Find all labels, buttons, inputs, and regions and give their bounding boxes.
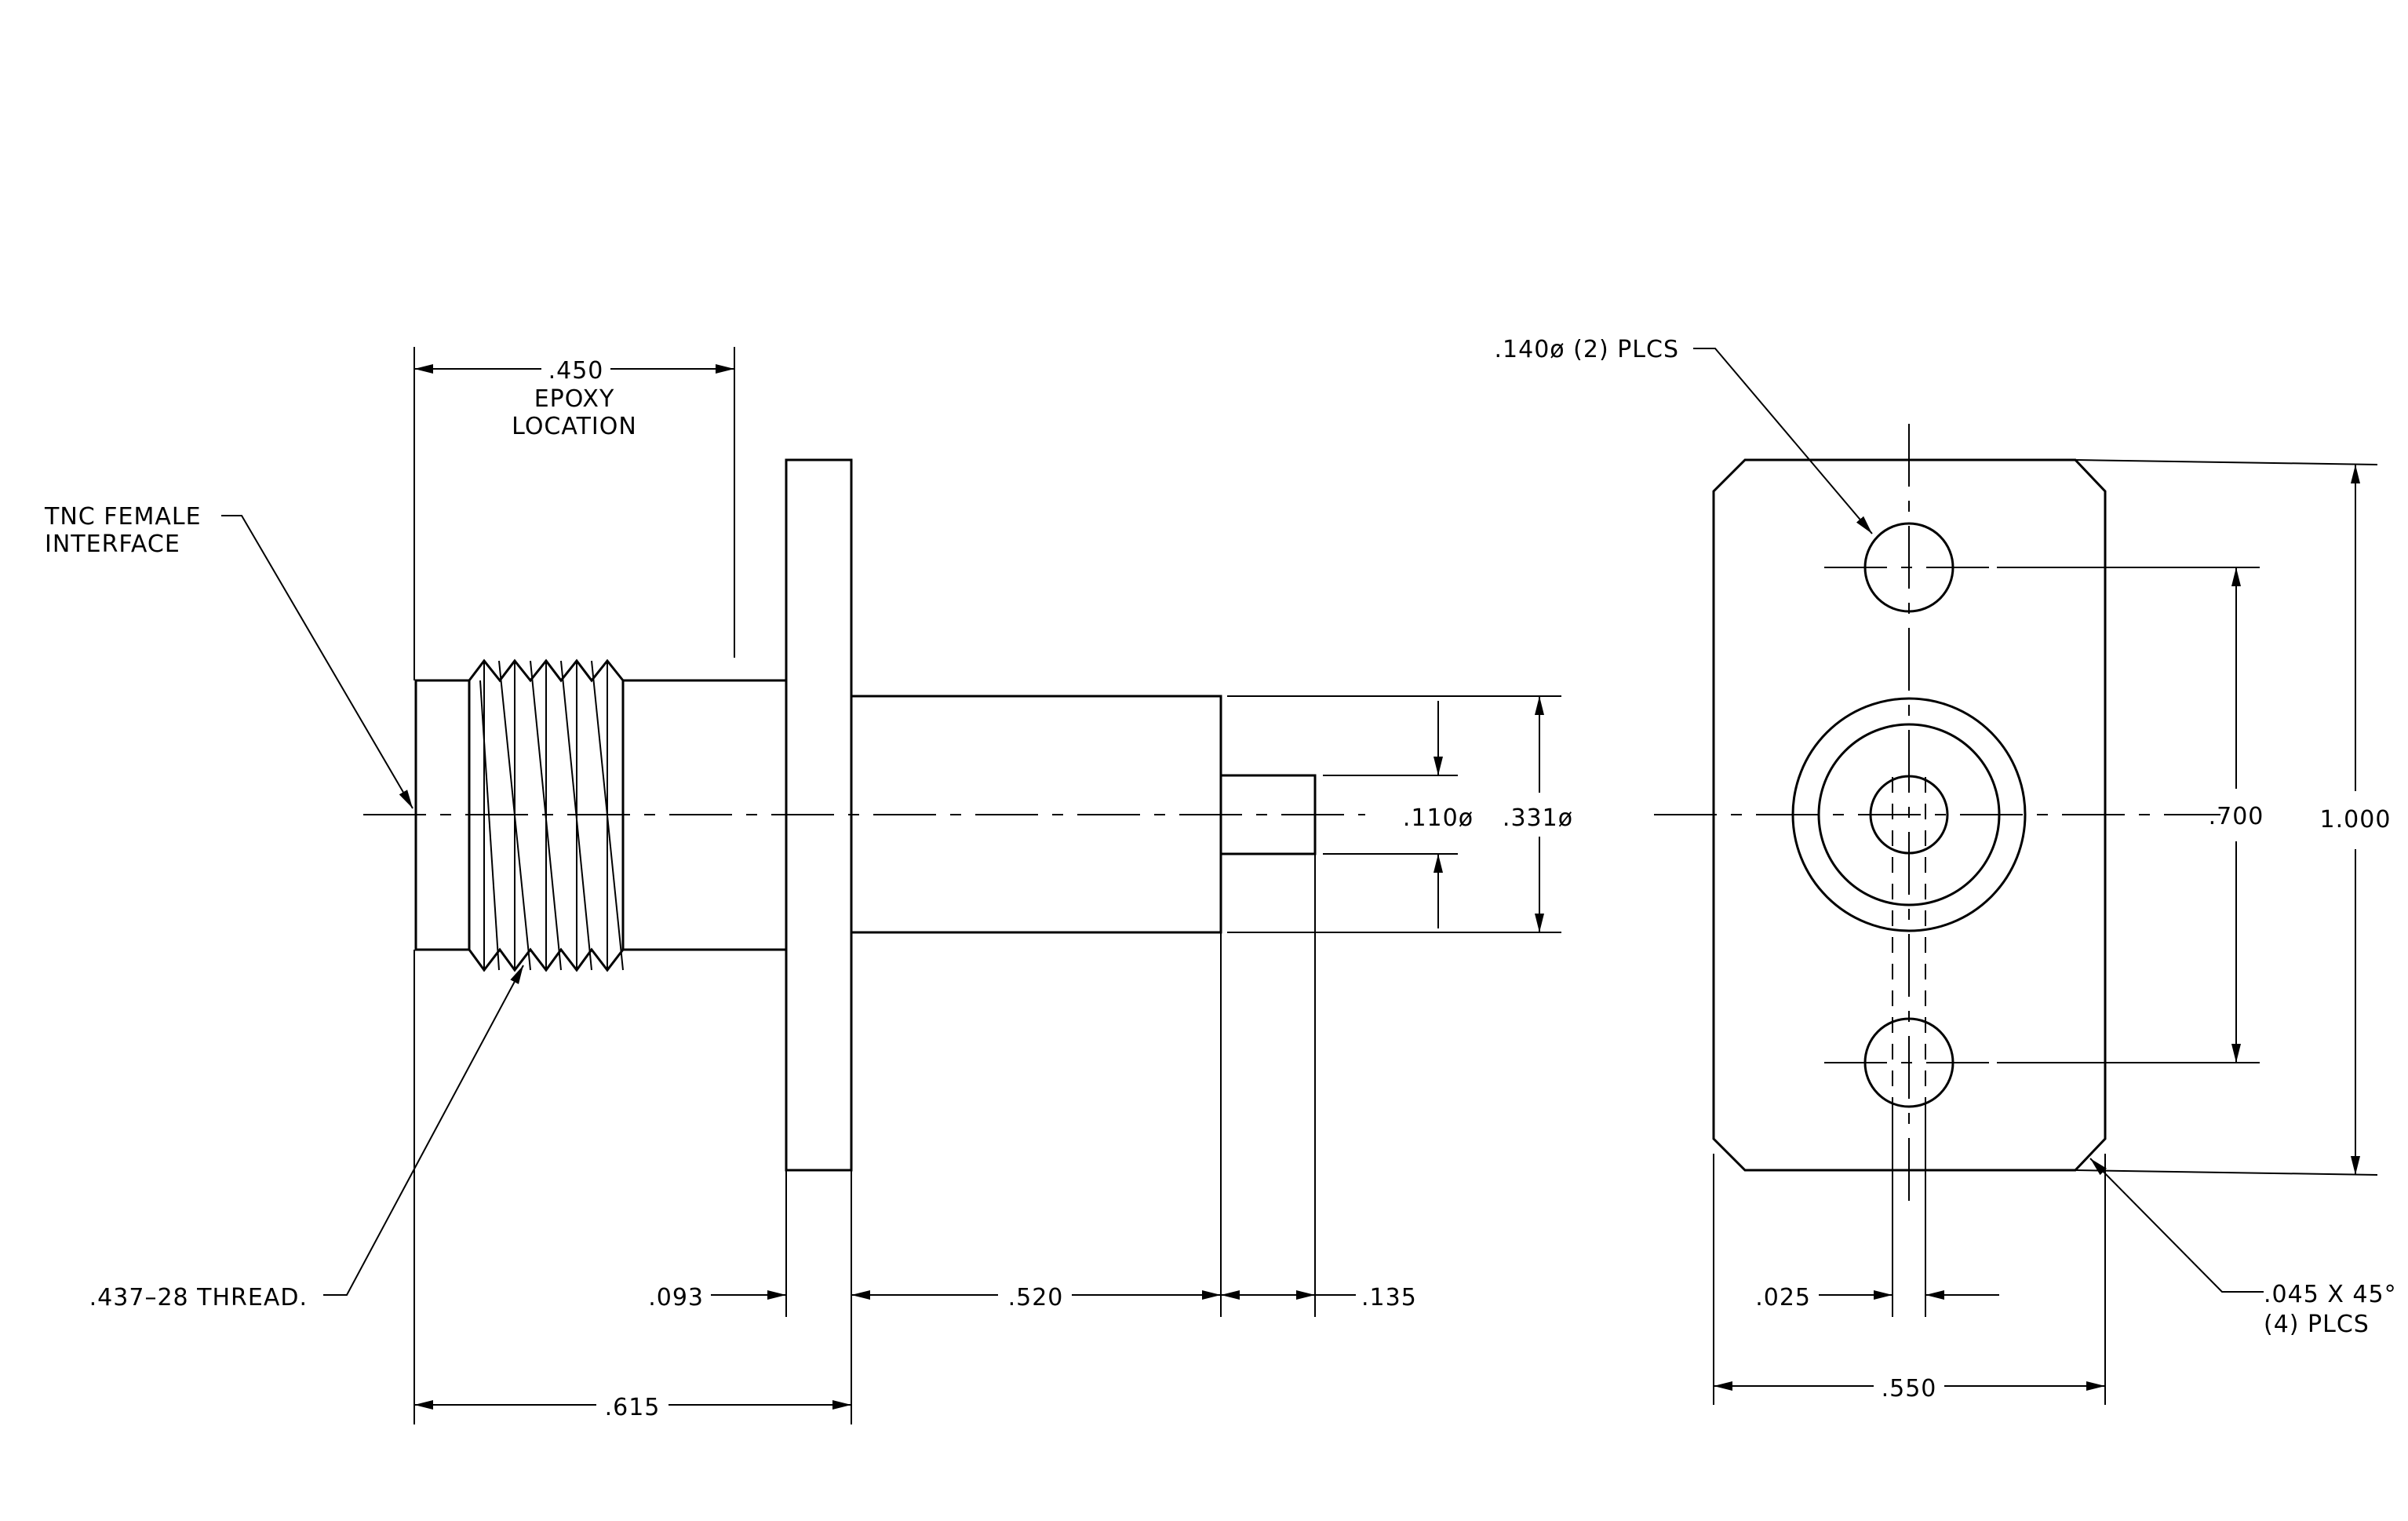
width-label: .550 [1882,1375,1937,1402]
thread-leader [323,965,524,1296]
pin-len-label: .135 [1361,1284,1417,1311]
epoxy-note-line1: EPOXY [534,385,615,413]
flange-thk-label: .093 [648,1284,704,1311]
height-ext-bottom [2075,1169,2378,1176]
body-len-label: .520 [1008,1284,1064,1311]
height-ext-top [2075,459,2378,465]
chamfer-note-line1: .045 X 45° [2264,1281,2397,1308]
epoxy-note-line2: LOCATION [512,413,637,440]
epoxy-dim-label: .450 [548,357,604,385]
thread-section [468,658,625,972]
middle-ring [1817,723,2001,906]
outer-ring [1791,697,2027,932]
interface-label-line1: TNC FEMALE [44,503,202,531]
side-view: .450 EPOXY LOCATION TNC FEMALE INTERFACE… [44,347,1573,1424]
center-contact [1869,775,1949,855]
height-label: 1.000 [2320,806,2392,833]
interface-label-line2: INTERFACE [45,531,180,558]
hole-note-label: .140ø (2) PLCS [1494,336,1679,363]
mounting-hole-top [1863,522,1954,613]
slot-width-label: .025 [1755,1284,1811,1311]
chamfer-leader [2089,1158,2264,1293]
chamfer-note-line2: (4) PLCS [2264,1311,2370,1338]
end-view: .140ø (2) PLCS .700 1.000 .025 .550 .045… [1494,336,2396,1405]
side-extension-lines [413,347,1561,1424]
thread-note-label: .437–28 THREAD. [89,1284,308,1311]
hole-note-leader [1693,348,1873,534]
overall-len-label: .615 [605,1394,661,1421]
body-dia-label: .331ø [1503,804,1573,832]
pin-dia-label: .110ø [1403,804,1474,832]
hole-spacing-label: .700 [2209,803,2264,830]
mounting-hole-bottom [1863,1017,1954,1108]
interface-leader [221,515,413,809]
contact-pin [1219,774,1317,855]
